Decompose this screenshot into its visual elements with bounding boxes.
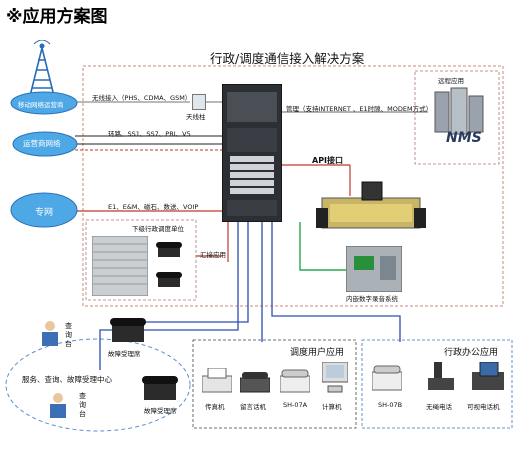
nms-label: NMS (446, 130, 482, 146)
page-heading: ※应用方案图 (6, 7, 108, 27)
dispatch-device-computer: 计算机 (322, 403, 342, 411)
query-desk-person-icon-2 (50, 393, 66, 418)
dispatch-device-message-phone: 留言话机 (240, 403, 266, 411)
cordless-phone-icon (428, 362, 454, 390)
dispatch-title: 调度用户应用 (290, 348, 345, 358)
sh07a-phone-icon (280, 369, 310, 393)
tie-link-label: 汇接应用 (200, 251, 226, 259)
carrier-cloud-icon (12, 131, 78, 157)
lower-unit-label: 下级行政调度单位 (132, 225, 184, 233)
antenna-device-icon (192, 94, 206, 110)
dispatch-device-fax: 传真机 (205, 403, 225, 411)
relay-link-label: 环路、SS1、SS7、PRI、V5 (108, 130, 191, 138)
carrier-label: 运营商网络 (23, 139, 61, 148)
diagram-title: 行政/调度通信接入解决方案 (210, 51, 365, 66)
office-device-sh07b: SH-07B (378, 401, 403, 409)
office-box (361, 339, 513, 429)
computer-icon (322, 362, 348, 393)
lower-unit-switch-icon (92, 236, 148, 296)
recorder-label: 内嵌数字录音系统 (346, 295, 398, 303)
private-net-label: 专网 (35, 208, 54, 218)
service-center-label: 服务、查询、故障受理中心 (22, 375, 112, 384)
query-desk-label-2: 查询台 (79, 392, 86, 418)
service-ellipse (5, 338, 191, 432)
wireless-link-label: 无线接入（PHS、CDMA、GSM） (92, 94, 192, 102)
fault-seat-label-2: 故障受理席 (144, 407, 177, 415)
query-desk-label-1: 查询台 (65, 322, 72, 348)
mobile-cloud-icon (10, 91, 78, 115)
private-net-cloud-icon (10, 192, 78, 228)
nms-server-icon (434, 87, 484, 135)
tower-icon (29, 40, 55, 97)
switch-cabinet-icon (222, 84, 282, 222)
remote-app-box (414, 70, 500, 165)
message-phone-icon (240, 372, 270, 393)
sh07b-phone-icon (372, 365, 402, 391)
office-device-video-phone: 可视电话机 (467, 403, 500, 411)
e1-link-label: E1、E&M、磁石、数送、VOIP (108, 203, 199, 211)
api-link-label: API接口 (312, 156, 344, 165)
office-device-cordless: 无绳电话 (426, 403, 452, 411)
lower-unit-box (85, 219, 197, 301)
lower-unit-phone-icon (156, 242, 182, 257)
office-title: 行政办公应用 (444, 348, 499, 358)
fault-seat-phone-icon (110, 318, 146, 342)
fault-seat-label-1: 故障受理席 (108, 350, 141, 358)
lower-unit-phone-icon-2 (156, 272, 182, 287)
dispatch-box (192, 339, 357, 429)
mgmt-link-label: 管理（支持INTERNET 、E1时隙、MODEM方式） (286, 105, 433, 113)
query-desk-person-icon (42, 321, 58, 346)
recorder-icon (346, 246, 402, 292)
dispatch-device-sh07a: SH-07A (283, 401, 308, 409)
dispatch-console-icon (316, 181, 426, 229)
solution-boundary (82, 65, 504, 307)
video-phone-icon (472, 362, 504, 390)
fax-icon (202, 368, 232, 393)
fault-seat-phone-icon-2 (142, 376, 178, 400)
mobile-operator-label: 移动网络运营商 (18, 101, 64, 109)
remote-app-label: 远程应用 (438, 77, 464, 85)
antenna-label: 天线柱 (186, 113, 206, 121)
